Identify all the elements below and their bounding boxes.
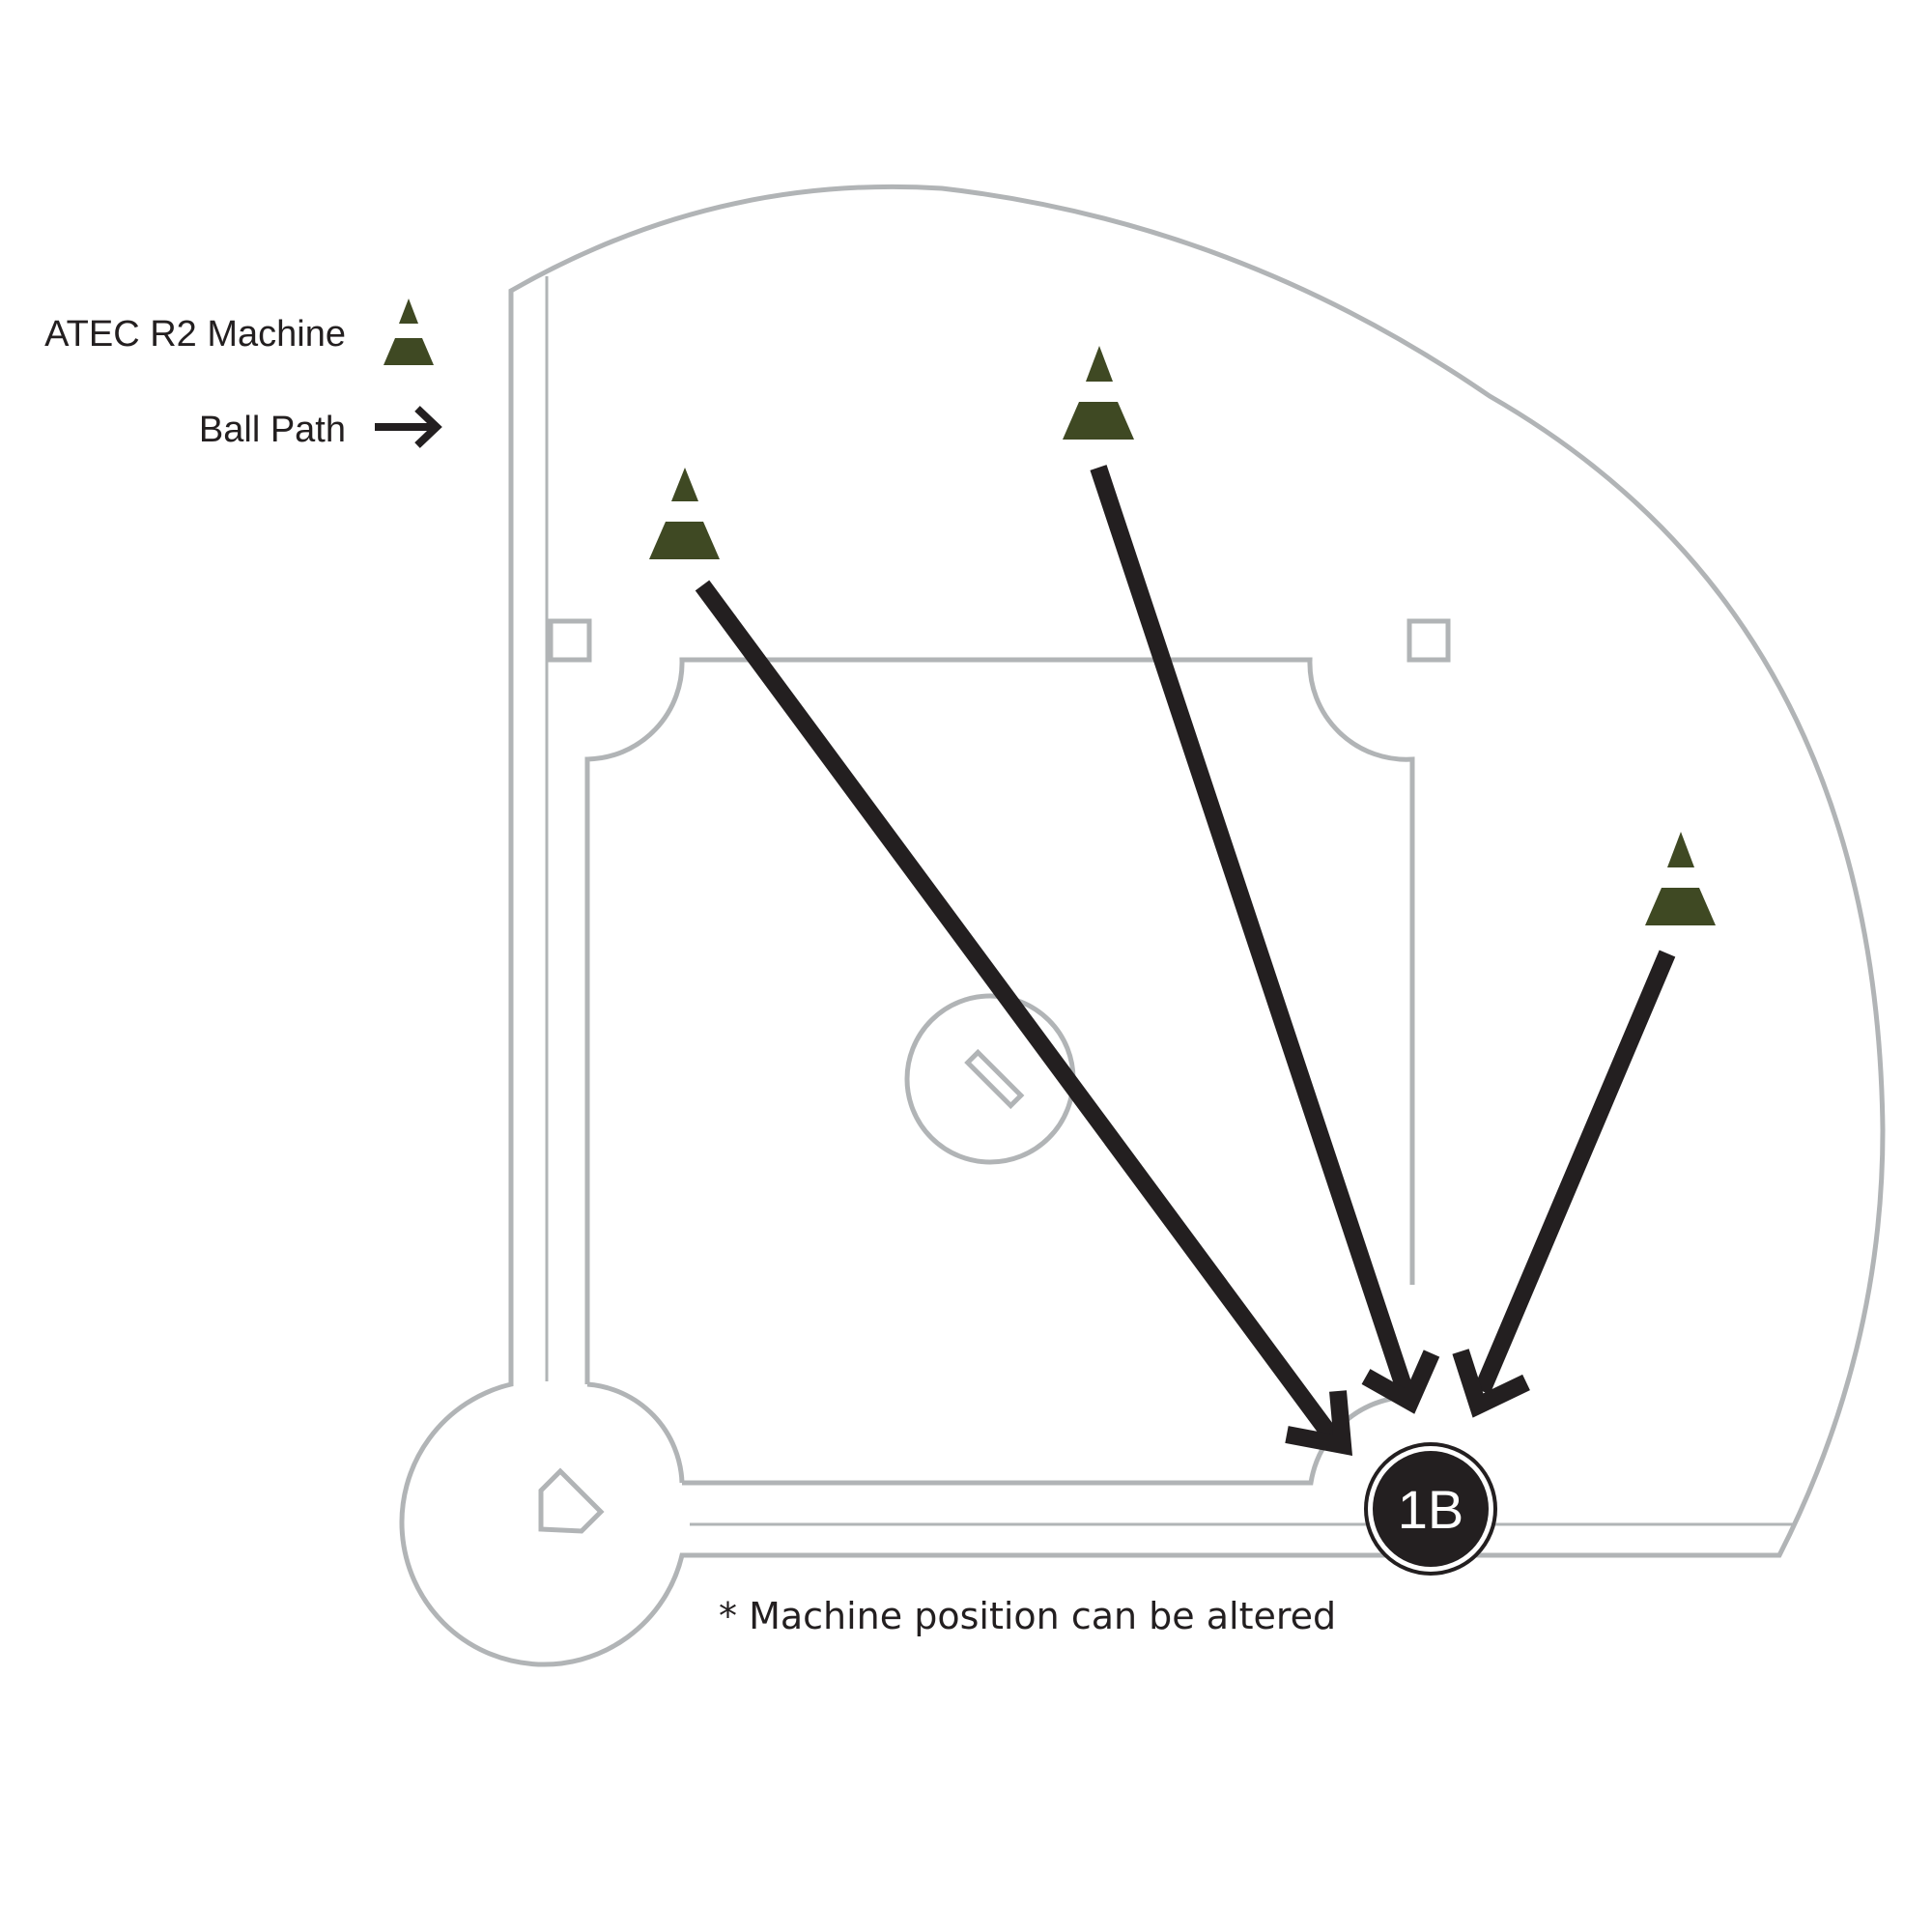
pitchers-mound <box>904 993 1076 1165</box>
cone-icon-base <box>1645 888 1716 925</box>
legend-machine-icon <box>384 298 434 365</box>
cone-icon <box>1086 346 1113 382</box>
arrow-icon-head <box>414 406 442 448</box>
cone-icon <box>1667 832 1694 867</box>
cone-icon <box>399 298 418 324</box>
third-base-bag-right <box>1406 618 1451 663</box>
first-base-label: 1B <box>1398 1479 1464 1540</box>
cone-icon-base <box>649 522 720 559</box>
cone-icon-base <box>1063 402 1134 440</box>
home-plate-icon <box>538 1467 605 1534</box>
ball-path-3-head <box>1452 1349 1530 1418</box>
machine-position-note: * Machine position can be altered <box>719 1595 1336 1637</box>
ball-path-3 <box>1473 950 1676 1395</box>
ball-path-2-head <box>1361 1350 1440 1414</box>
legend-ball-path-label: Ball Path <box>199 410 346 450</box>
field-outline <box>399 184 1886 1667</box>
arrow-icon <box>375 406 442 448</box>
cone-icon <box>671 468 698 501</box>
cone-icon-base <box>384 338 434 365</box>
ball-path-1-head <box>1285 1390 1353 1457</box>
legend-machine-label: ATEC R2 Machine <box>44 314 346 355</box>
first-base-disc <box>1373 1451 1489 1567</box>
second-base-bag-left <box>548 618 592 663</box>
machine-3 <box>1645 832 1716 925</box>
legend: ATEC R2 Machine Ball Path <box>44 298 442 450</box>
ball-path-arrows <box>695 465 1676 1457</box>
machine-2 <box>1063 346 1134 440</box>
ball-path-2 <box>1090 465 1417 1404</box>
first-base: 1B <box>1364 1442 1497 1576</box>
pitching-rubber-icon <box>964 1048 1025 1110</box>
ball-path-1 <box>695 580 1346 1451</box>
machine-1 <box>649 468 720 559</box>
